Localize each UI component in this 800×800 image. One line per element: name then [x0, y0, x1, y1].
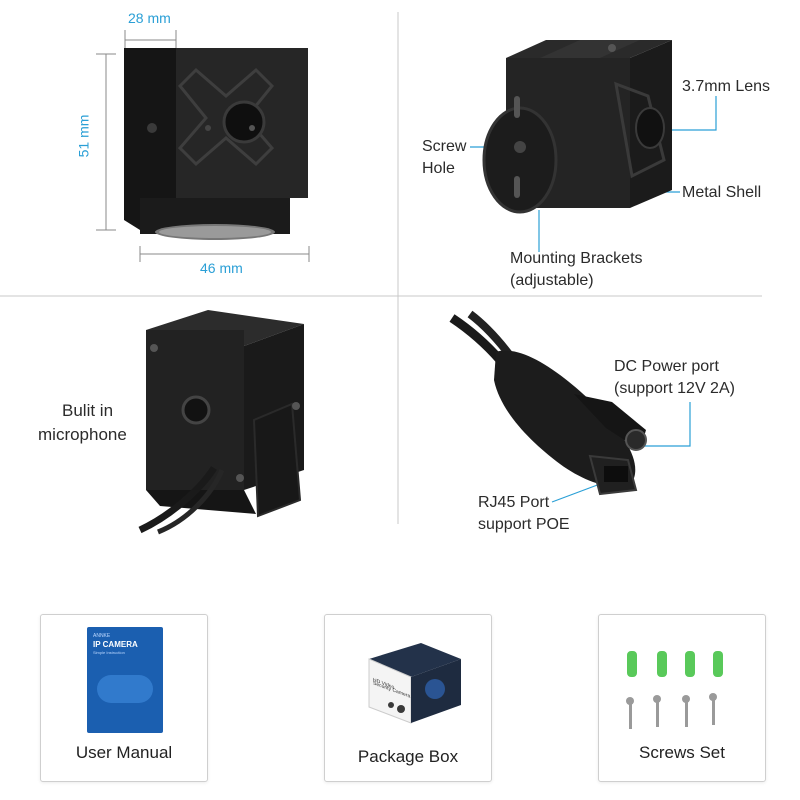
dc-power-callout-line2: (support 12V 2A): [614, 380, 735, 397]
manual-cover: ANNKE IP CAMERA Simple Instruction: [87, 627, 163, 733]
brackets-callout-line2: (adjustable): [510, 272, 594, 289]
rj45-callout-line1: RJ45 Port: [478, 494, 550, 511]
manual-title: IP CAMERA: [93, 640, 138, 649]
dimension-lines: [96, 30, 310, 262]
metal-shell-callout: Metal Shell: [682, 184, 762, 201]
rj45-callout-line2: support POE: [478, 516, 570, 533]
screw-hole-callout-line2: Hole: [422, 160, 455, 177]
package-box-card: HD Video Security Camera Package Box: [324, 614, 492, 782]
depth-dimension-label: 28 mm: [128, 10, 171, 26]
width-dimension-label: 46 mm: [200, 260, 243, 276]
screws-image: [626, 651, 723, 729]
screws-set-card: Screws Set: [598, 614, 766, 782]
package-box-image: [368, 643, 461, 724]
user-manual-label: User Manual: [75, 743, 173, 762]
screws: [626, 693, 717, 729]
wall-anchors: [627, 651, 723, 677]
microphone-callout-line2: microphone: [38, 425, 127, 444]
microphone-callout-line1: Bulit in: [62, 401, 114, 420]
package-box-label: Package Box: [357, 747, 459, 766]
manual-subtitle: Simple Instruction: [93, 650, 125, 655]
user-manual-card: ANNKE IP CAMERA Simple Instruction User …: [40, 614, 208, 782]
screw-hole-callout-line1: Screw: [422, 138, 467, 155]
manual-brand: ANNKE: [93, 633, 111, 639]
dc-power-callout-line1: DC Power port: [614, 358, 719, 375]
lens-callout: 3.7mm Lens: [682, 78, 771, 95]
brackets-callout-line1: Mounting Brackets: [510, 250, 643, 267]
screws-set-label: Screws Set: [639, 743, 725, 762]
